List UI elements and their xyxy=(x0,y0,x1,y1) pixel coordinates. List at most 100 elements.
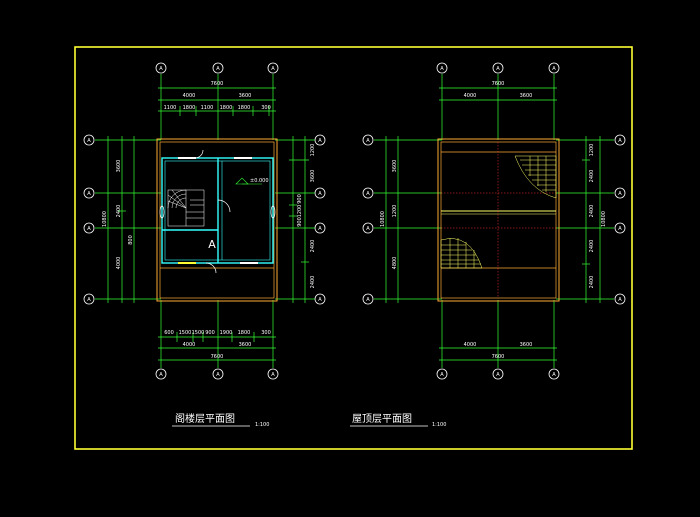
grid-bubble-label: A xyxy=(366,138,370,144)
grid-bubble xyxy=(155,368,167,380)
grid-bubble-label: A xyxy=(552,66,556,72)
dim-left-outer: 10800 xyxy=(102,211,108,227)
grid-bubble xyxy=(362,134,374,146)
dim-bottom-row1: 1800 xyxy=(238,330,251,336)
dim-total-top: 7600 xyxy=(211,81,224,87)
dim-left-inner: 4000 xyxy=(116,257,122,270)
grid-bubble-label: A xyxy=(271,66,275,72)
roof-dim-right-seg: 2400 xyxy=(589,205,595,218)
roof-dim-right-seg: 2400 xyxy=(589,240,595,253)
elevation-label: ±0.000 xyxy=(250,178,269,184)
roof-dim-left-outer: 10800 xyxy=(380,211,386,227)
dim-left-inner: 800 xyxy=(128,235,134,245)
grid-bubble-label: A xyxy=(618,297,622,303)
grid-bubble-label: A xyxy=(87,138,91,144)
grid-bubbles-side-right: A A A A xyxy=(314,134,326,305)
grid-bubble xyxy=(362,293,374,305)
grid-bubble xyxy=(436,368,448,380)
stair xyxy=(167,189,205,227)
grid-bubble xyxy=(267,62,279,74)
dim-top-row3: 1800 xyxy=(238,105,251,111)
dim-top-row3: 300 xyxy=(261,105,271,111)
roof-dim-right-seg: 2400 xyxy=(589,170,595,183)
grid-bubble-label: A xyxy=(318,297,322,303)
roof-outline xyxy=(156,138,278,302)
dim-right-seg: 1200 xyxy=(297,205,303,218)
dim-bottom-row1: 900 xyxy=(205,330,215,336)
dim-bottom-row1: 600 xyxy=(164,330,174,336)
grid-bubble xyxy=(436,62,448,74)
dim-bottom-row1: 1500 xyxy=(179,330,192,336)
roof-dim-bottom-b: 3600 xyxy=(520,342,533,348)
grid-bubble-label: A xyxy=(318,138,322,144)
dim-bottom-row1: 300 xyxy=(261,330,271,336)
roof-plan-outline xyxy=(437,138,560,302)
openings xyxy=(159,149,276,274)
grid-bubble-label: A xyxy=(159,372,163,378)
dimension-lines-left xyxy=(95,74,315,368)
grid-bubble-label: A xyxy=(440,66,444,72)
roof-dim-bottom-a: 4000 xyxy=(464,342,477,348)
dim-right-seg: 900 xyxy=(297,217,303,227)
dim-total-bottom: 7600 xyxy=(211,354,224,360)
dim-top-row3: 1800 xyxy=(220,105,233,111)
grid-bubble xyxy=(362,187,374,199)
dim-left-inner: 3600 xyxy=(116,160,122,173)
grid-bubbles-top-left: A A A xyxy=(155,62,279,74)
grid-bubbles-side-right-roof: A A A A xyxy=(614,134,626,305)
grid-bubble-label: A xyxy=(366,191,370,197)
roof-dim-left-inner: 1200 xyxy=(392,205,398,218)
grid-bubble-label: A xyxy=(440,372,444,378)
walls xyxy=(161,157,274,264)
grid-bubble xyxy=(83,134,95,146)
plan-title-left: 阁楼层平面图 xyxy=(175,412,235,425)
grid-bubble-label: A xyxy=(216,372,220,378)
dim-left-inner: 2400 xyxy=(116,205,122,218)
grid-bubble xyxy=(212,62,224,74)
plan-title-right: 屋顶层平面图 xyxy=(352,413,412,425)
grid-bubble-label: A xyxy=(87,226,91,232)
grid-bubble-label: A xyxy=(318,226,322,232)
grid-bubble xyxy=(492,62,504,74)
grid-bubble-label: A xyxy=(552,372,556,378)
roof-outline-inner xyxy=(159,141,275,299)
roof-dim-right-seg: 2400 xyxy=(589,276,595,289)
grid-bubble xyxy=(614,222,626,234)
grid-bubble-label: A xyxy=(318,191,322,197)
roof-dim-left-inner: 4800 xyxy=(392,257,398,270)
grid-bubble-label: A xyxy=(618,138,622,144)
roof-dim-right-outer: 10800 xyxy=(601,211,607,227)
dim-bottom-row1: 1900 xyxy=(220,330,233,336)
grid-bubble-label: A xyxy=(87,297,91,303)
plan-scale-left: 1:100 xyxy=(255,422,269,428)
grid-bubble xyxy=(155,62,167,74)
elevation-marker: ±0.000 xyxy=(235,177,269,185)
grid-bubble-label: A xyxy=(618,226,622,232)
grid-bubbles-bottom-right: A A A xyxy=(436,368,560,380)
dim-right-seg: 900 xyxy=(297,194,303,204)
drawing-frame xyxy=(74,46,633,450)
roof-plan-outline-inner xyxy=(440,141,557,299)
grid-bubble xyxy=(362,222,374,234)
grid-bubble xyxy=(212,368,224,380)
dim-right-seg: 2400 xyxy=(310,276,316,289)
dimension-lines-right xyxy=(374,74,614,368)
dim-top-row2-b: 3600 xyxy=(239,93,252,99)
grid-bubble xyxy=(492,368,504,380)
roof-dim-total-top: 7600 xyxy=(492,81,505,87)
grid-bubble-label: A xyxy=(496,66,500,72)
dim-top-row3: 1800 xyxy=(183,105,196,111)
grid-bubble xyxy=(83,222,95,234)
dim-top-row3: 1100 xyxy=(164,105,177,111)
grid-bubble xyxy=(614,134,626,146)
grid-bubble-label: A xyxy=(618,191,622,197)
grid-bubble-label: A xyxy=(271,372,275,378)
tile-hatch xyxy=(440,155,557,269)
roof-dim-total-bottom: 7600 xyxy=(492,354,505,360)
grid-bubbles-side-left: A A A A xyxy=(83,134,95,305)
grid-bubble xyxy=(548,62,560,74)
dim-bottom-row2-b: 3600 xyxy=(239,342,252,348)
grid-bubble-label: A xyxy=(159,66,163,72)
attic-floor-plan: A A A A A A A A A A A xyxy=(83,62,326,428)
roof-dim-top-b: 3600 xyxy=(520,93,533,99)
